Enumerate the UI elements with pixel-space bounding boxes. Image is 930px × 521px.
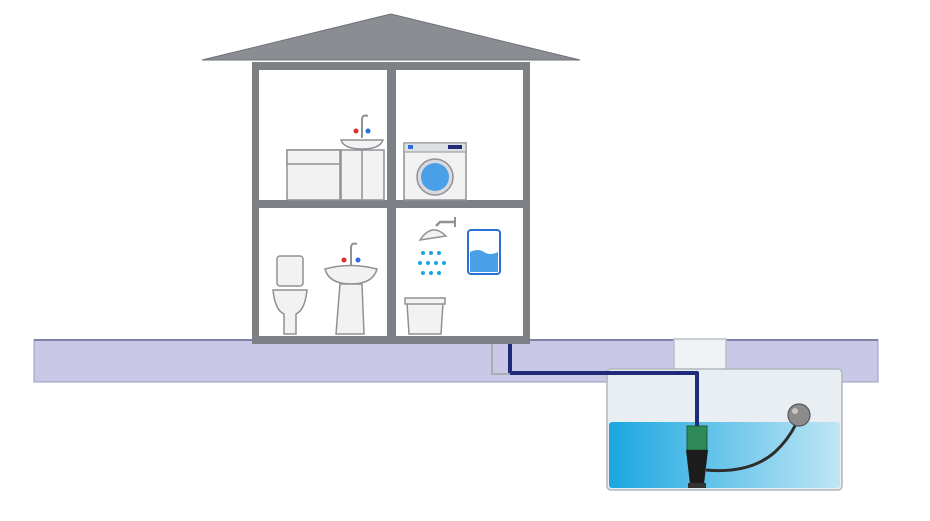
roof xyxy=(201,13,581,61)
ground-layer xyxy=(33,339,879,383)
house xyxy=(201,13,581,344)
drain-icon xyxy=(404,297,446,335)
boiler-icon xyxy=(467,229,501,275)
shower-drops xyxy=(418,251,446,275)
tank-water xyxy=(609,422,840,488)
vent-pipe xyxy=(491,338,510,375)
cabinet-icon xyxy=(286,149,385,201)
float-ball-icon xyxy=(705,403,811,473)
pump-icon xyxy=(686,425,708,488)
sump-tank xyxy=(606,338,843,491)
shower-icon xyxy=(418,217,456,242)
basin-icon xyxy=(324,242,378,335)
washing-machine-icon xyxy=(403,142,467,201)
sink-icon xyxy=(339,114,385,150)
toilet-icon xyxy=(272,255,308,335)
